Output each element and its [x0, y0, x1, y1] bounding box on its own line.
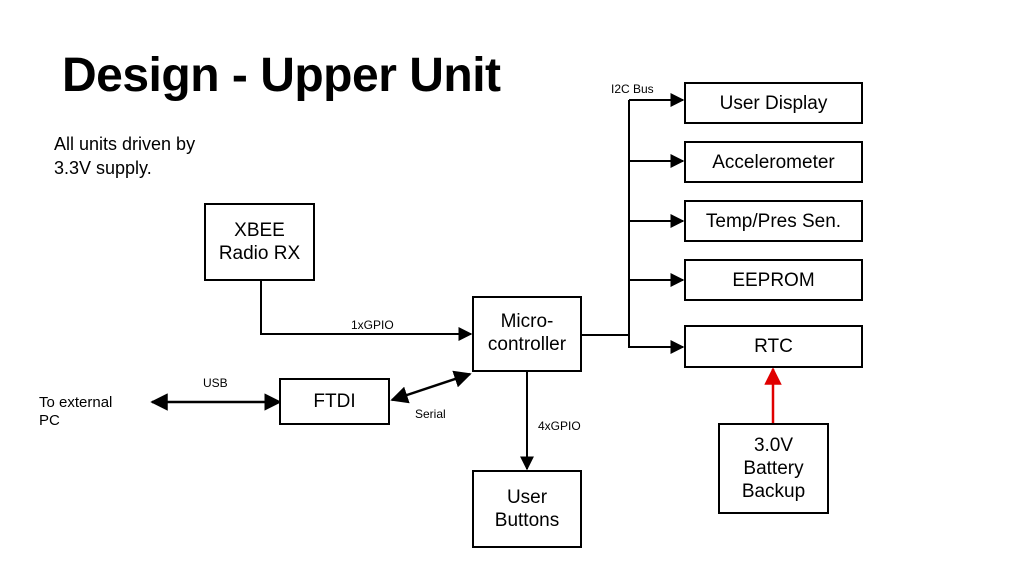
user-display-label: User Display: [719, 92, 828, 114]
gpio4-label: 4xGPIO: [538, 419, 581, 433]
power-note-line-1: All units driven by: [54, 134, 196, 154]
power-note: All units driven by 3.3V supply.: [54, 132, 274, 180]
micro-label-1: Micro-: [500, 311, 554, 332]
xbee-radio-block: XBEE Radio RX: [204, 203, 315, 281]
temp-pres-sensor-block: Temp/Pres Sen.: [684, 200, 863, 242]
buttons-label-2: Buttons: [494, 510, 560, 531]
xbee-label-2: Radio RX: [218, 243, 301, 264]
external-pc-line-2: PC: [39, 412, 60, 429]
accelerometer-label: Accelerometer: [712, 151, 835, 173]
xbee-label-1: XBEE: [234, 220, 285, 241]
micro-label-2: controller: [487, 334, 567, 355]
external-pc-line-1: To external: [39, 394, 113, 411]
usb-label: USB: [203, 376, 228, 390]
power-note-line-2: 3.3V supply.: [54, 158, 152, 178]
buttons-label-1: User: [506, 487, 548, 508]
user-buttons-block: User Buttons: [472, 470, 582, 548]
rtc-block: RTC: [684, 325, 863, 368]
battery-label-2: Battery: [743, 458, 804, 479]
rtc-label: RTC: [754, 336, 793, 357]
page-title: Design - Upper Unit: [62, 49, 501, 102]
xbee-to-micro-wire: [260, 281, 473, 341]
gpio1-label: 1xGPIO: [351, 318, 394, 332]
battery-backup-block: 3.0V Battery Backup: [718, 423, 829, 514]
i2c-bus-label: I2C Bus: [611, 82, 654, 96]
microcontroller-block: Micro- controller: [472, 296, 582, 372]
battery-label-1: 3.0V: [753, 435, 794, 456]
eeprom-label: EEPROM: [732, 269, 815, 291]
serial-label: Serial: [415, 407, 446, 421]
ftdi-block: FTDI: [279, 378, 390, 425]
external-pc-label: To external PC: [39, 394, 112, 430]
eeprom-block: EEPROM: [684, 259, 863, 301]
user-display-block: User Display: [684, 82, 863, 124]
battery-label-3: Backup: [741, 481, 806, 502]
ftdi-micro-serial-wire: [390, 370, 472, 404]
temp-pres-label: Temp/Pres Sen.: [705, 210, 842, 232]
accelerometer-block: Accelerometer: [684, 141, 863, 183]
ftdi-label: FTDI: [313, 391, 356, 412]
